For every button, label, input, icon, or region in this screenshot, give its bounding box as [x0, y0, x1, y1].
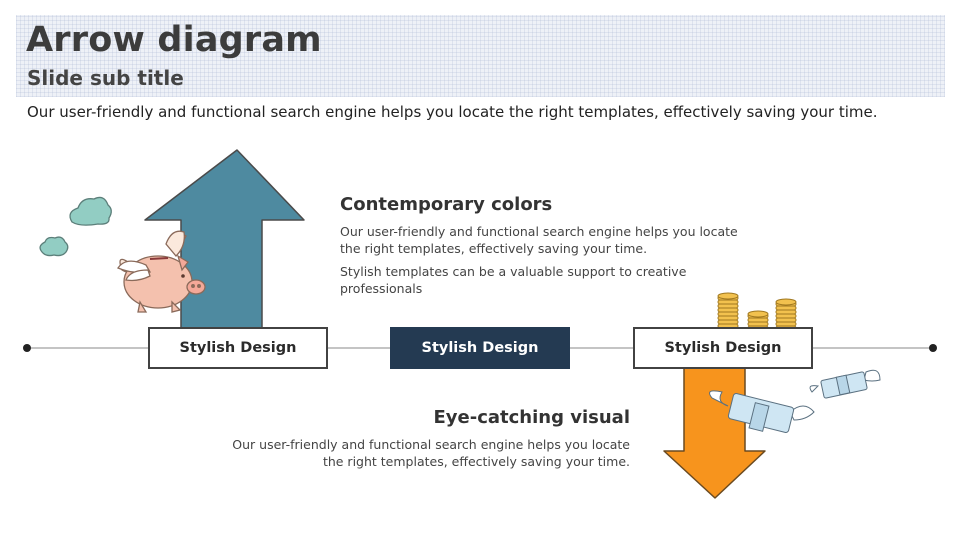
cloud-icon: [69, 196, 112, 226]
coin-stack-icon: [717, 292, 797, 331]
timeline-box-2: Stylish Design: [390, 327, 570, 369]
upper-body-2-line-2: professionals: [340, 280, 423, 296]
upper-body-2-line-1: Stylish templates can be a valuable supp…: [340, 264, 687, 279]
timeline-start-dot: [23, 344, 31, 352]
flying-money-icon: [709, 390, 815, 433]
lower-body-line-2: the right templates, effectively saving …: [322, 453, 630, 469]
slide-title: Arrow diagram: [26, 20, 322, 60]
lower-heading: Eye-catching visual: [433, 407, 631, 428]
title-band: [16, 15, 945, 97]
upper-body-1-line-2: the right templates, effectively saving …: [340, 240, 648, 256]
upper-body-2: Stylish templates can be a valuable supp…: [340, 264, 740, 297]
timeline-end-dot: [929, 344, 937, 352]
cloud-icon: [39, 236, 69, 257]
upper-heading: Contemporary colors: [340, 194, 553, 215]
lead-text: Our user-friendly and functional search …: [27, 103, 878, 121]
timeline-box-3: Stylish Design: [633, 327, 813, 369]
flying-money-icon: [809, 369, 881, 399]
down-arrow: [663, 365, 766, 499]
upper-body-1-line-1: Our user-friendly and functional search …: [340, 224, 738, 239]
slide-subtitle: Slide sub title: [27, 66, 184, 90]
lower-body-line-1: Our user-friendly and functional search …: [232, 437, 630, 452]
upper-body-1: Our user-friendly and functional search …: [340, 224, 740, 257]
piggy-bank-icon: [117, 230, 206, 313]
timeline-box-1: Stylish Design: [148, 327, 328, 369]
lower-body: Our user-friendly and functional search …: [230, 437, 630, 470]
